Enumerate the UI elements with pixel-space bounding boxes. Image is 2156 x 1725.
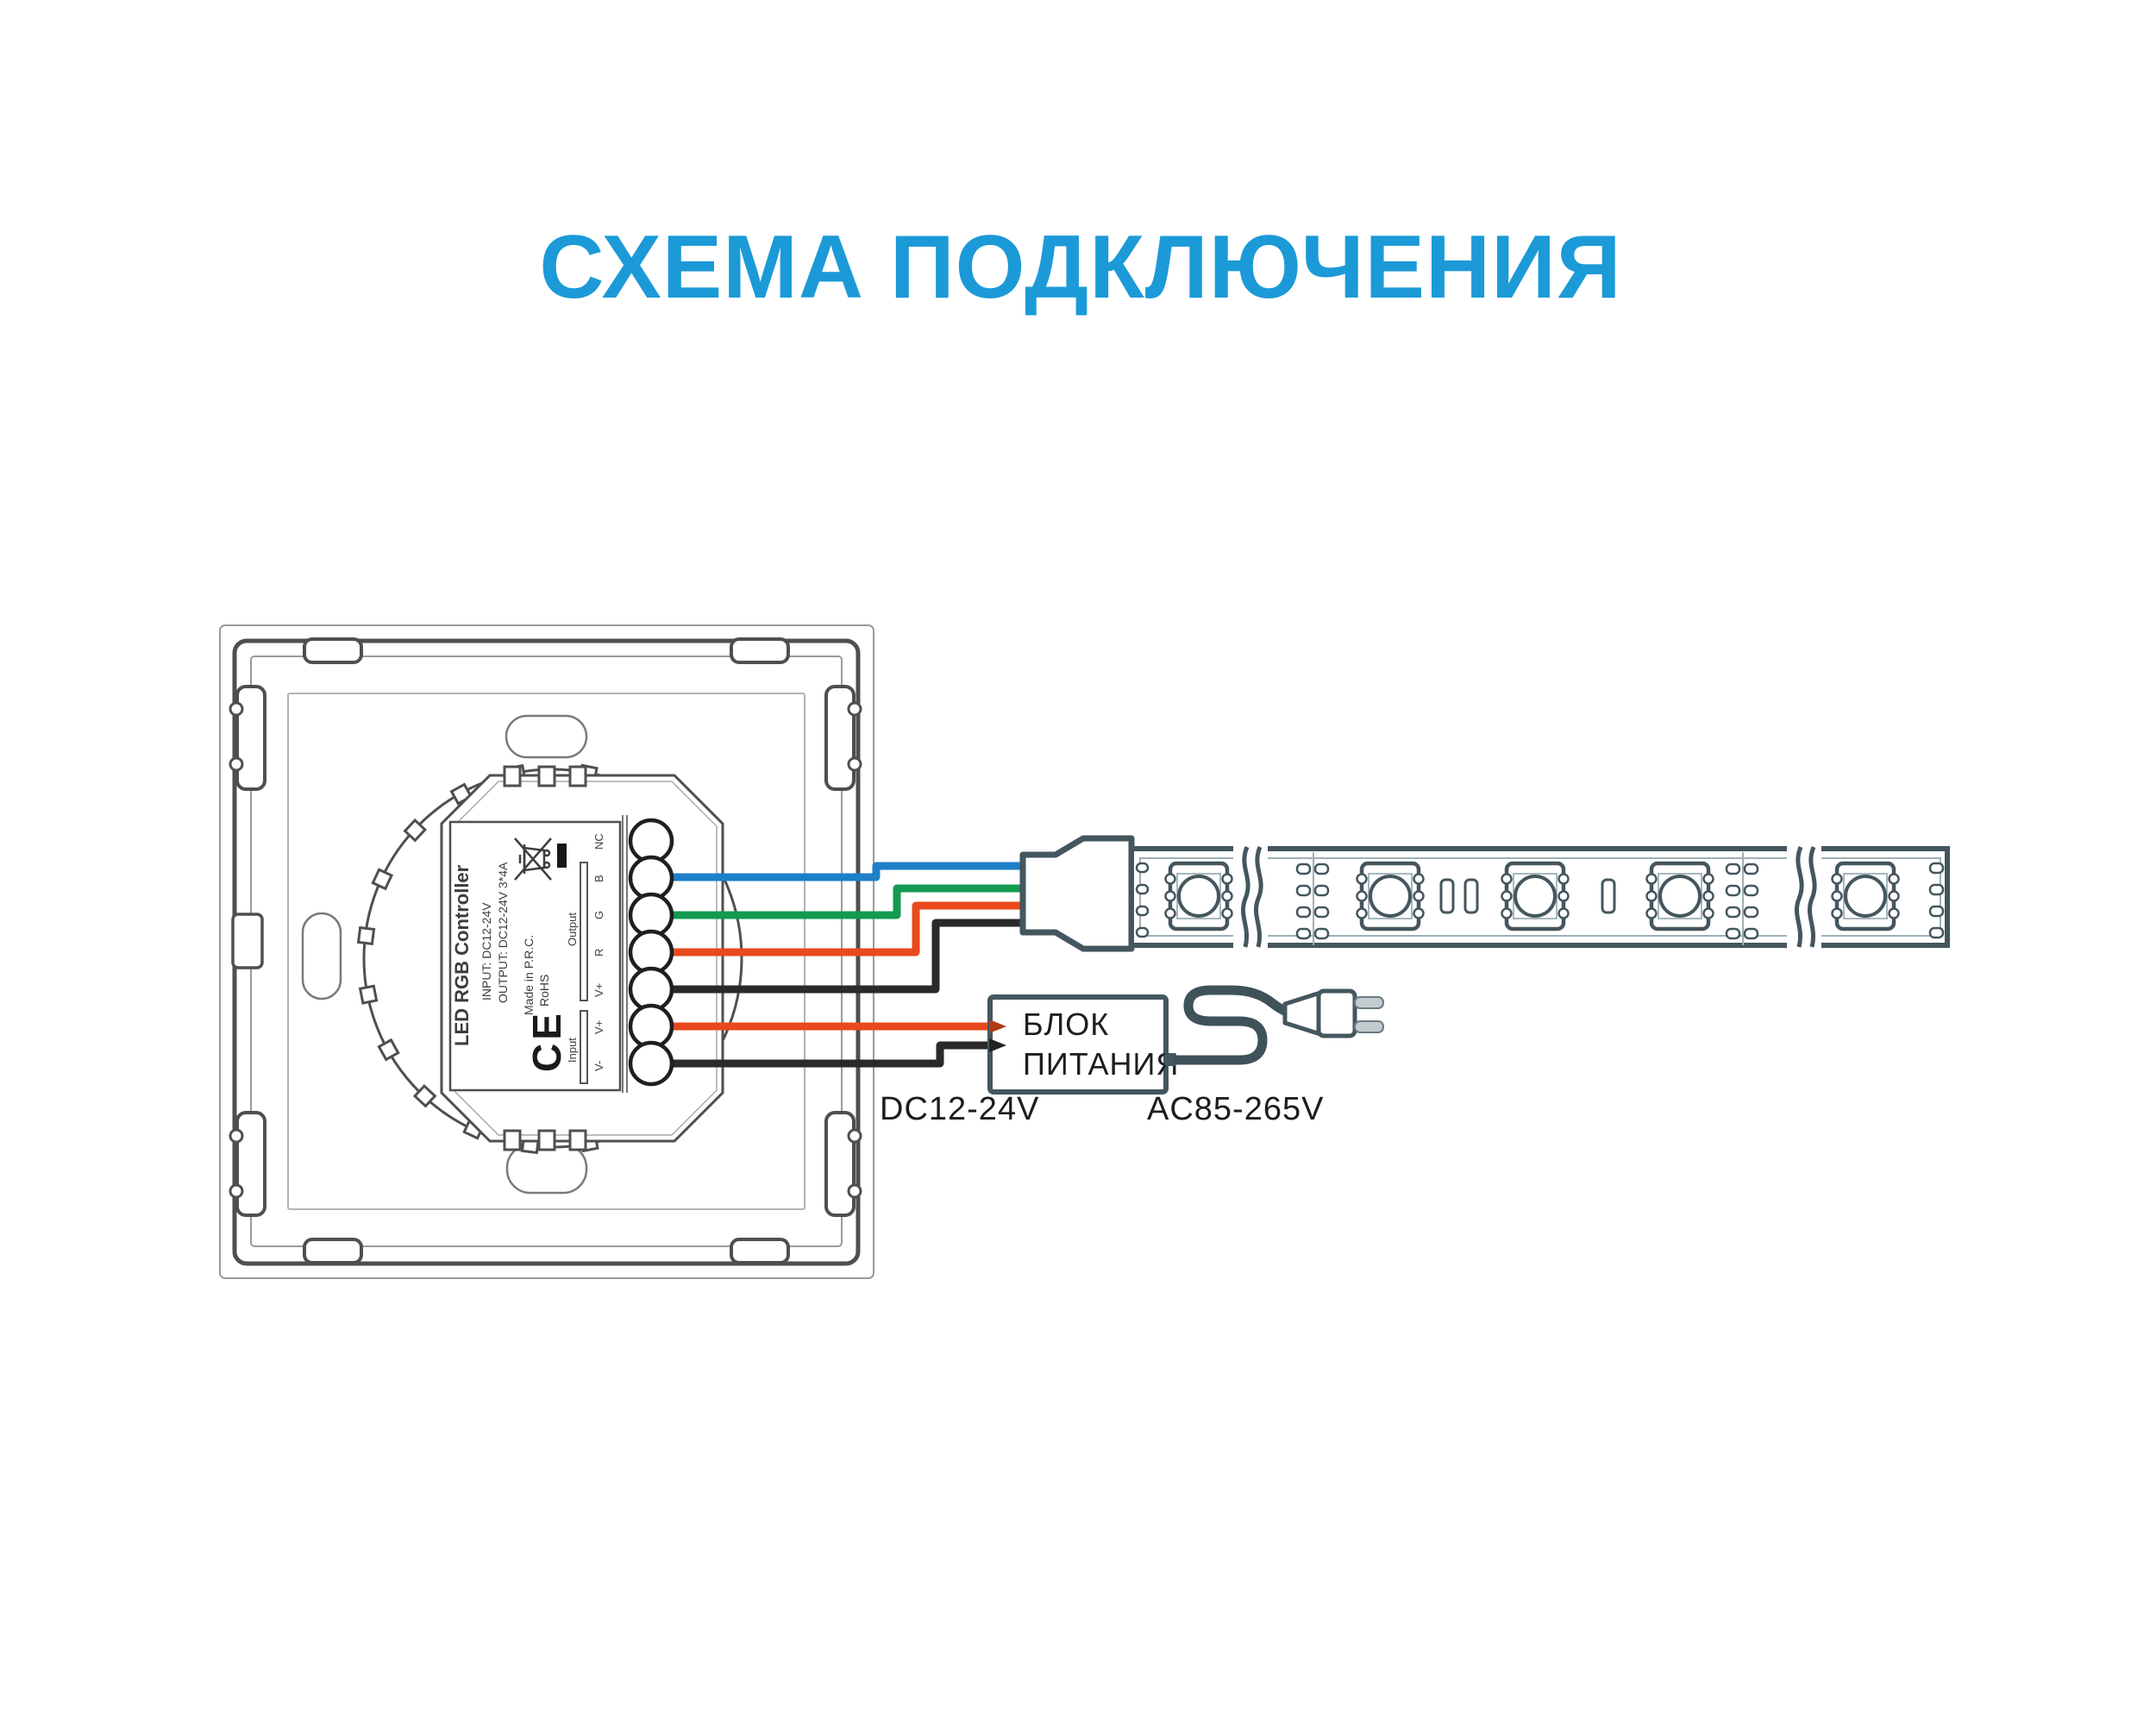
product-name: LED RGB Controller bbox=[451, 864, 473, 1046]
left-opening bbox=[301, 912, 342, 1000]
input-group-label: Input bbox=[566, 1038, 579, 1063]
label-input-rating: INPUT: DC12-24V bbox=[479, 902, 493, 1000]
weee-icon bbox=[514, 837, 552, 881]
panel-side-tab bbox=[231, 913, 264, 969]
top-opening bbox=[505, 714, 588, 759]
terminal-label-b: B bbox=[592, 875, 605, 882]
panel-mounting-clips bbox=[229, 637, 862, 1264]
terminal-label-nc: NC bbox=[592, 833, 605, 850]
ac-cord bbox=[1175, 985, 1291, 1065]
terminal-label-vminus: V- bbox=[592, 1061, 605, 1071]
module-housing-tabs bbox=[503, 765, 587, 1151]
led-chip bbox=[1357, 863, 1424, 929]
weee-bar bbox=[557, 844, 567, 868]
panel-openings bbox=[301, 714, 588, 1195]
psu-label-line1: БЛОК bbox=[1023, 1007, 1109, 1042]
terminal-label-r: R bbox=[592, 949, 605, 957]
wire-black-vplus bbox=[654, 919, 1026, 994]
psu-label-line2: ПИТАНИЯ bbox=[1023, 1046, 1179, 1082]
psu-cord-nub bbox=[1164, 1053, 1176, 1066]
led-chip bbox=[1166, 863, 1232, 929]
output-group-label: Output bbox=[566, 913, 579, 946]
ce-mark: CE bbox=[524, 1010, 569, 1072]
power-plug-icon bbox=[1282, 988, 1384, 1038]
wires bbox=[654, 862, 1026, 1068]
label-rohs: RoHS bbox=[537, 975, 551, 1007]
wire-blue-b bbox=[654, 862, 1026, 881]
psu-input-arrow-black bbox=[989, 1038, 1006, 1052]
dc-rating-label: DC12-24V bbox=[880, 1091, 1039, 1127]
page-title: СХЕМА ПОДКЛЮЧЕНИЯ bbox=[539, 217, 1621, 317]
terminal-label-g: G bbox=[592, 911, 605, 919]
led-chip bbox=[1502, 863, 1569, 929]
product-label-plate bbox=[448, 820, 622, 1092]
terminal-label-vplus-out: V+ bbox=[592, 983, 605, 997]
label-output-rating: OUTPUT: DC12-24V 3*4A bbox=[496, 862, 510, 1003]
power-supply-unit: БЛОК ПИТАНИЯ bbox=[987, 985, 1384, 1095]
terminal-label-vplus-in: V+ bbox=[592, 1020, 605, 1034]
led-chip bbox=[1833, 863, 1899, 929]
strip-start-pads bbox=[1135, 862, 1150, 938]
product-label-text: LED RGB Controller INPUT: DC12-24V OUTPU… bbox=[451, 862, 551, 1046]
led-chip bbox=[1647, 863, 1714, 929]
bottom-opening bbox=[505, 1143, 588, 1195]
strip-connector bbox=[1019, 835, 1135, 952]
strip-end-pads bbox=[1928, 862, 1945, 939]
strip-break bbox=[1787, 844, 1821, 952]
wire-green-g bbox=[654, 884, 1026, 919]
terminal-block bbox=[628, 818, 674, 1087]
strip-resistors bbox=[1439, 878, 1616, 914]
controller-module: LED RGB Controller INPUT: DC12-24V OUTPU… bbox=[356, 763, 743, 1155]
strip-inner-line bbox=[1139, 857, 1941, 937]
terminal-vminus bbox=[628, 1040, 674, 1087]
wire-black-psu bbox=[654, 1041, 992, 1068]
label-made-in: Made in P.R.C. bbox=[522, 935, 536, 1015]
output-group-bracket bbox=[580, 862, 588, 1001]
led-strip-assembly bbox=[1019, 835, 1950, 952]
input-group-bracket bbox=[580, 1010, 588, 1084]
ac-rating-label: AC85-265V bbox=[1147, 1091, 1324, 1127]
wire-red-r bbox=[654, 901, 1026, 957]
psu-input-arrow-red bbox=[989, 1019, 1006, 1033]
strip-break bbox=[1233, 844, 1268, 952]
